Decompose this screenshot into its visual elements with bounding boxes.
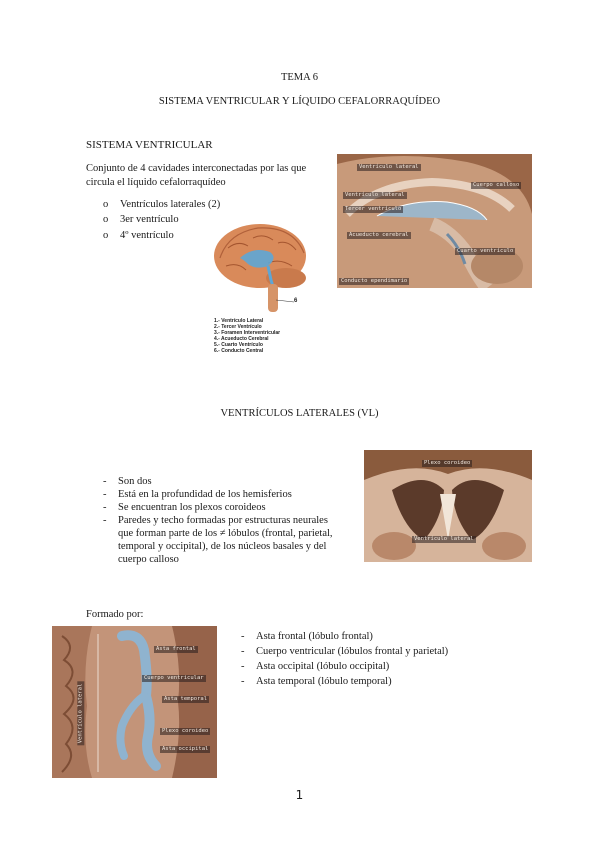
pointer-label: 6: [294, 298, 298, 304]
list-item-text: Cuerpo ventricular (lóbulos frontal y pa…: [256, 646, 449, 657]
image-label: Asta occipital: [160, 746, 211, 753]
list-item: - Paredes y techo formadas por estructur…: [103, 514, 368, 566]
list-item-text: 4º ventrículo: [120, 230, 174, 241]
bullet-mark: o: [103, 199, 109, 210]
image-label: Ventrículo lateral: [343, 192, 407, 199]
dash-mark: -: [241, 631, 245, 642]
intro-paragraph: Conjunto de 4 cavidades interconectadas …: [86, 162, 306, 190]
list-item: -Asta occipital (lóbulo occipital): [241, 659, 501, 674]
page-number: 1: [295, 788, 304, 802]
list-item: o 4º ventrículo: [103, 230, 174, 241]
list-item: -Son dos: [103, 475, 368, 488]
image-label-vertical: Ventrículo lateral: [77, 681, 85, 746]
image-label: Cuerpo ventricular: [142, 675, 206, 682]
list-item: -Se encuentran los plexos coroideos: [103, 501, 368, 514]
brain-image: [214, 224, 306, 312]
list-item-text: 3er ventrículo: [120, 214, 179, 225]
legend-item: 3.- Foramen Interventricular: [214, 330, 281, 336]
coronal-brain-photo: Plexo coroideo Ventrículo lateral: [364, 450, 532, 562]
dash-mark: -: [241, 646, 245, 657]
vl-list: -Son dos -Está en la profundidad de los …: [103, 475, 368, 566]
legend-item: 1.- Ventrículo Lateral: [214, 318, 264, 324]
image-label: Cuerpo calloso: [471, 182, 522, 189]
list-item: -Está en la profundidad de los hemisferi…: [103, 488, 368, 501]
image-label: Asta frontal: [154, 646, 198, 653]
bullet-mark: o: [103, 214, 109, 225]
image-label: Ventrículo lateral: [412, 536, 476, 543]
document-title: SISTEMA VENTRICULAR Y LÍQUIDO CEFALORRAQ…: [158, 96, 441, 107]
legend-item: 4.- Acueducto Cerebral: [214, 336, 269, 342]
image-label: Plexo coroideo: [422, 460, 473, 467]
image-label: Plexo coroideo: [160, 728, 211, 735]
topic-number: TEMA 6: [280, 72, 319, 83]
lateral-ventricle-horns-photo: Ventrículo lateral Asta frontal Cuerpo v…: [52, 626, 217, 778]
list-item: o Ventrículos laterales (2): [103, 199, 220, 210]
list-item-text: Son dos: [118, 476, 152, 487]
list-item-line: que forman parte de los ≠ lóbulos (front…: [118, 528, 333, 539]
list-item: -Asta temporal (lóbulo temporal): [241, 674, 501, 689]
image-label: Cuarto ventrículo: [455, 248, 516, 255]
list-item-line: Paredes y techo formadas por estructuras…: [118, 515, 328, 526]
list-item: o 3er ventrículo: [103, 214, 179, 225]
list-item-text: Asta frontal (lóbulo frontal): [256, 631, 373, 642]
list-item-text: Asta temporal (lóbulo temporal): [256, 676, 392, 687]
brain-legend: 1.- Ventrículo Lateral 2.- Tercer Ventrí…: [214, 318, 280, 354]
list-item: -Asta frontal (lóbulo frontal): [241, 629, 501, 644]
formado-list: -Asta frontal (lóbulo frontal) -Cuerpo v…: [241, 629, 501, 689]
sagittal-brain-photo: Ventrículo lateral Cuerpo calloso Ventrí…: [337, 154, 532, 288]
dash-mark: -: [103, 515, 107, 526]
dash-mark: -: [241, 661, 245, 672]
image-label: Acueducto cerebral: [347, 232, 411, 239]
dash-mark: -: [103, 489, 107, 500]
intro-line: Conjunto de 4 cavidades interconectadas …: [86, 163, 307, 174]
list-item-text: Asta occipital (lóbulo occipital): [256, 661, 390, 672]
dash-mark: -: [103, 476, 107, 487]
intro-line: circula el líquido cefalorraquídeo: [86, 177, 226, 188]
image-label: Conducto ependimario: [339, 278, 410, 285]
dash-mark: -: [103, 502, 107, 513]
section-heading-formado: Formado por:: [86, 609, 144, 620]
bullet-mark: o: [103, 230, 109, 241]
image-label: Ventrículo lateral: [357, 164, 421, 171]
legend-item: 2.- Tercer Ventrículo: [214, 324, 262, 330]
legend-item: 5.- Cuarto Ventrículo: [214, 342, 263, 348]
list-item-line: cuerpo calloso: [118, 554, 179, 565]
list-item-line: temporal y occipital), de los núcleos ba…: [118, 541, 327, 552]
list-item: -Cuerpo ventricular (lóbulos frontal y p…: [241, 644, 501, 659]
legend-item: 6.- Conducto Central: [214, 348, 264, 354]
sagittal-image: [337, 154, 532, 288]
list-item-text: Se encuentran los plexos coroideos: [118, 502, 266, 513]
brain-ventricle-illustration: 6: [208, 218, 318, 313]
section-heading-vl: VENTRÍCULOS LATERALES (VL): [220, 408, 379, 419]
section-heading-sistema: SISTEMA VENTRICULAR: [86, 139, 213, 151]
image-label: Asta temporal: [162, 696, 210, 703]
image-label: Tercer ventrículo: [343, 206, 404, 213]
list-item-text: Está en la profundidad de los hemisferio…: [118, 489, 292, 500]
list-item-text: Ventrículos laterales (2): [120, 199, 221, 210]
dash-mark: -: [241, 676, 245, 687]
